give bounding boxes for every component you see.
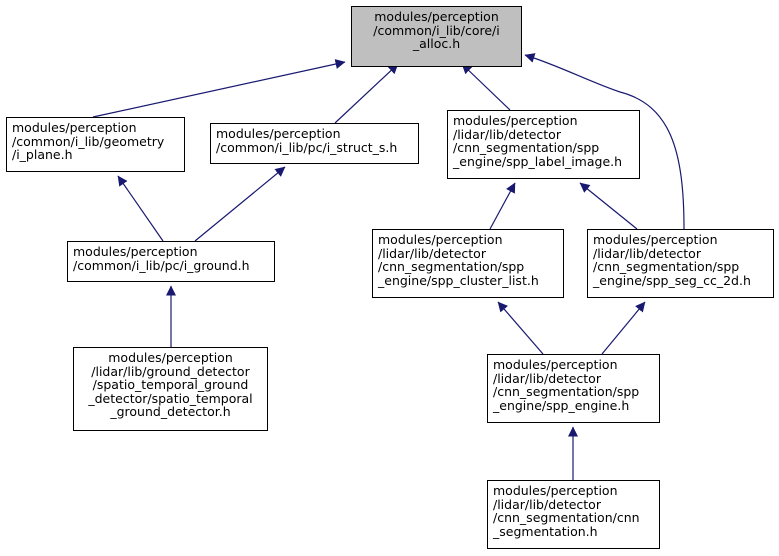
node-label-line: /cnn_segmentation/spp	[593, 259, 740, 274]
edge-plane-to-alloc	[92, 59, 346, 118]
node-i-plane-h[interactable]: modules/perception/common/i_lib/geometry…	[6, 117, 185, 172]
node-cnn-segmentation-h[interactable]: modules/perception/lidar/lib/detector/cn…	[487, 480, 660, 549]
node-label-line: modules/perception	[216, 126, 341, 141]
edges-layer	[92, 53, 685, 480]
edge-label_image-to-alloc	[461, 63, 511, 111]
edge-ground-to-plane	[117, 175, 164, 242]
node-spp-label-image-h[interactable]: modules/perception/lidar/lib/detector/cn…	[447, 110, 640, 179]
edge-spp_engine-to-cluster_list	[497, 301, 544, 355]
node-label-line: /common/i_lib/core/i	[373, 22, 500, 38]
node-label-line: /spatio_temporal_ground	[92, 377, 249, 392]
edge-seg_cc_2d-to-alloc	[524, 53, 685, 230]
edge-spp_engine-to-seg_cc_2d	[601, 301, 646, 355]
node-label-line: /lidar/lib/detector	[593, 245, 701, 261]
node-label-line: modules/perception	[493, 357, 618, 372]
node-label-line: _alloc.h	[412, 36, 461, 51]
node-label-line: modules/perception	[453, 113, 578, 128]
node-spp-seg-cc-2d-h[interactable]: modules/perception/lidar/lib/detector/cn…	[587, 229, 774, 298]
node-label-line: /i_plane.h	[12, 147, 73, 162]
node-label-line: /cnn_segmentation/spp	[493, 384, 640, 399]
node-label-line: modules/perception	[378, 232, 503, 247]
node-label-line: modules/perception	[593, 232, 718, 247]
node-label-line: _engine/spp_cluster_list.h	[378, 272, 539, 288]
node-label-line: /common/i_lib/geometry	[12, 133, 165, 149]
node-label-line: modules/perception	[73, 244, 198, 259]
node-label-line: modules/perception	[12, 120, 137, 135]
node-i-alloc-h: modules/perception/common/i_lib/core/i_a…	[351, 6, 522, 67]
node-label-line: _engine/spp_label_image.h	[453, 153, 623, 169]
node-label-line: /lidar/lib/ground_detector	[91, 363, 250, 379]
node-label-line: /cnn_segmentation/spp	[378, 259, 525, 274]
edge-ground-to-struct_s	[194, 166, 286, 242]
node-label-line: _engine/spp_engine.h	[493, 397, 630, 413]
node-label-line: _engine/spp_seg_cc_2d.h	[593, 272, 751, 288]
node-i-struct-s-h[interactable]: modules/perception/common/i_lib/pc/i_str…	[210, 123, 419, 164]
node-label-line: /lidar/lib/detector	[493, 370, 601, 386]
node-label-line: modules/perception	[493, 483, 618, 498]
node-label-line: /common/i_lib/pc/i_struct_s.h	[216, 139, 398, 155]
node-label-line: /lidar/lib/detector	[453, 126, 561, 142]
node-label-line: /cnn_segmentation/spp	[453, 140, 600, 155]
node-i-ground-h[interactable]: modules/perception/common/i_lib/pc/i_gro…	[67, 241, 275, 282]
node-label-line: _ground_detector.h	[110, 404, 231, 419]
node-spp-cluster-list-h[interactable]: modules/perception/lidar/lib/detector/cn…	[372, 229, 564, 298]
node-spatio-temporal-ground-detector-h[interactable]: modules/perception/lidar/lib/ground_dete…	[73, 347, 268, 431]
node-label-line: _segmentation.h	[493, 523, 598, 539]
node-label-line: /lidar/lib/detector	[378, 245, 486, 261]
edge-struct_s-to-alloc	[334, 63, 399, 124]
node-label-line: _detector/spatio_temporal	[88, 390, 253, 406]
node-label-line: /cnn_segmentation/cnn	[493, 510, 640, 525]
node-label-line: /lidar/lib/detector	[493, 496, 601, 512]
node-label-line: /common/i_lib/pc/i_ground.h	[73, 257, 250, 273]
edge-seg_cc_2d-to-label_image	[579, 182, 638, 230]
node-label-line: modules/perception	[108, 350, 233, 365]
node-label-line: modules/perception	[374, 9, 499, 24]
node-spp-engine-h[interactable]: modules/perception/lidar/lib/detector/cn…	[487, 354, 660, 423]
edge-cluster_list-to-label_image	[489, 182, 516, 230]
